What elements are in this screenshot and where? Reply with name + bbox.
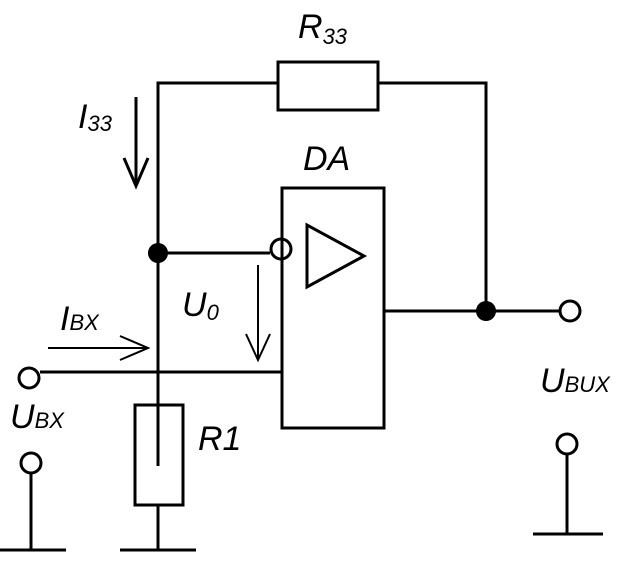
input-voltage-label: UBX [10, 398, 65, 436]
feedback-resistor [276, 60, 380, 112]
input-ground-terminal [19, 451, 43, 475]
input-current-arrow [48, 335, 151, 361]
junction-dot-input [148, 243, 168, 263]
input-current-label: IBX [60, 300, 100, 338]
output-voltage-label: UBUX [540, 362, 611, 400]
feedback-current-label: I33 [78, 98, 113, 136]
differential-voltage-arrow [245, 265, 271, 363]
differential-voltage-label: U0 [182, 286, 220, 325]
opamp-triangle-symbol [305, 222, 368, 290]
resistor-r1-label: R1 [198, 420, 241, 458]
feedback-path [156, 60, 488, 466]
input-terminal [17, 366, 41, 390]
output-terminal [558, 299, 582, 323]
feedback-resistor-label: R33 [298, 8, 348, 49]
opamp-label: DA [303, 140, 350, 178]
junction-dot-output [476, 301, 496, 321]
output-ground-terminal [555, 432, 579, 456]
opamp-body [280, 186, 386, 430]
feedback-current-arrow [122, 97, 150, 190]
